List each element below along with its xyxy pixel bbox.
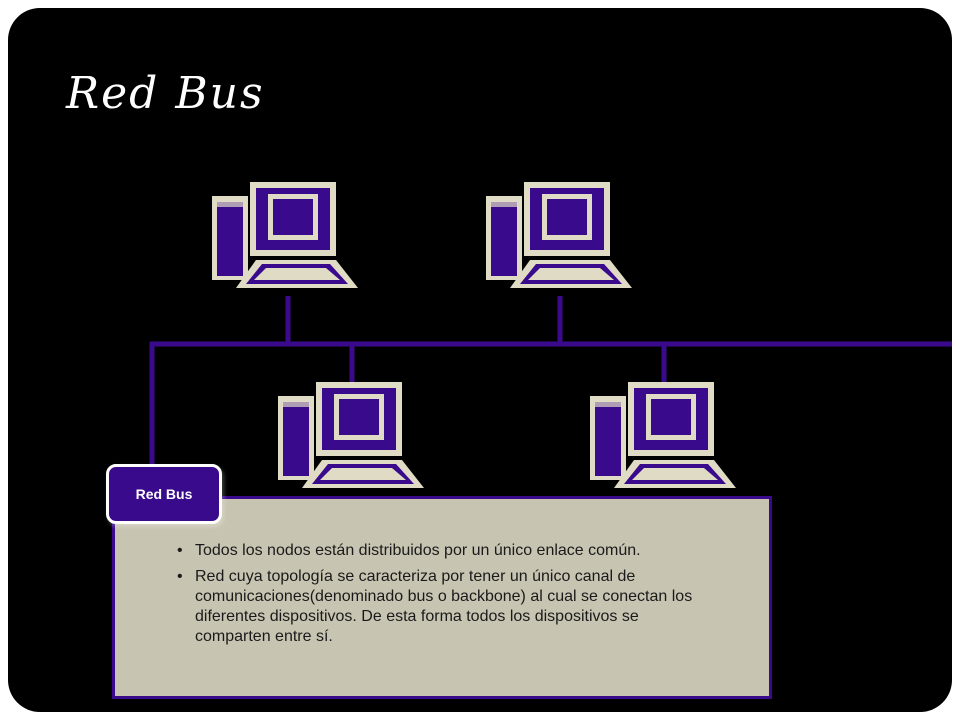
bullet-icon: • <box>177 542 183 559</box>
computer-icon <box>212 182 358 288</box>
list-item: • Red cuya topología se caracteriza por … <box>177 567 717 647</box>
computer-icon <box>590 382 736 488</box>
red-bus-tab: Red Bus <box>106 464 222 524</box>
description-box: • Todos los nodos están distribuidos por… <box>112 496 772 699</box>
bus-network-diagram <box>149 182 952 488</box>
bullet-text: Red cuya topología se caracteriza por te… <box>195 568 693 645</box>
computer-icon <box>278 382 424 488</box>
bullet-list: • Todos los nodos están distribuidos por… <box>177 541 717 653</box>
list-item: • Todos los nodos están distribuidos por… <box>177 541 717 561</box>
bullet-icon: • <box>177 568 183 585</box>
slide: Red Bus <box>8 8 952 712</box>
bullet-text: Todos los nodos están distribuidos por u… <box>195 542 641 559</box>
computer-icon <box>486 182 632 288</box>
slide-title: Red Bus <box>66 68 265 119</box>
